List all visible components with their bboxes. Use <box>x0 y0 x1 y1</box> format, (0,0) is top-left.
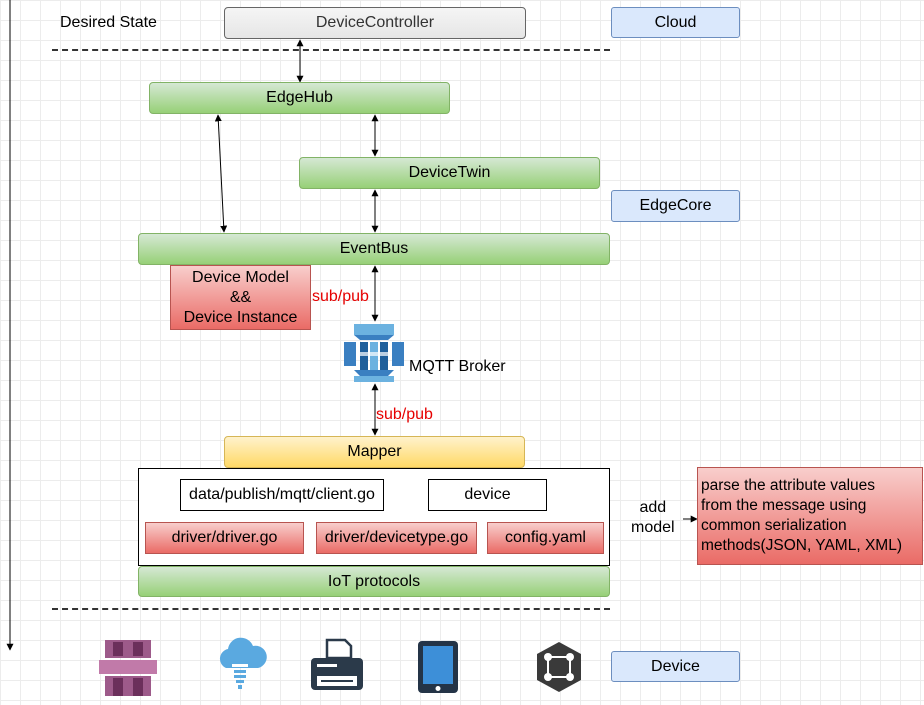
device-controller-node[interactable]: DeviceController <box>224 7 526 39</box>
iot-protocols-text: IoT protocols <box>327 572 421 590</box>
cloud-layer-label: Cloud <box>611 7 740 38</box>
add-model-label: add model <box>631 499 675 536</box>
config-yaml-file[interactable]: config.yaml <box>487 522 604 554</box>
network-hub-icon <box>537 642 581 692</box>
desired-state-label: Desired State <box>60 14 157 31</box>
driver-go-text: driver/driver.go <box>171 529 278 546</box>
mqtt-broker-label: MQTT Broker <box>409 358 506 375</box>
edge-device-divider <box>52 608 610 610</box>
driver-go-file[interactable]: driver/driver.go <box>145 522 304 554</box>
devicetwin-text: DeviceTwin <box>408 164 491 181</box>
printer-icon <box>311 638 363 690</box>
edgecore-text: EdgeCore <box>639 197 712 214</box>
device-layer-text: Device <box>651 657 700 675</box>
devicetype-go-file[interactable]: driver/devicetype.go <box>316 522 477 554</box>
cloud-edge-divider <box>52 49 610 51</box>
eventbus-node[interactable]: EventBus <box>138 233 610 265</box>
mapper-node[interactable]: Mapper <box>224 436 525 468</box>
device-file-text: device <box>464 486 511 503</box>
aws-database-icon <box>99 640 157 696</box>
mqtt-broker-icon[interactable] <box>340 322 408 384</box>
sub-pub-label-bottom: sub/pub <box>376 406 433 423</box>
edgecore-layer-label: EdgeCore <box>611 190 740 222</box>
parse-note-text: parse the attribute values from the mess… <box>701 476 902 555</box>
edgehub-node[interactable]: EdgeHub <box>149 82 450 114</box>
eventbus-text: EventBus <box>339 240 409 257</box>
cloud-upload-icon <box>219 637 267 689</box>
client-go-text: data/publish/mqtt/client.go <box>189 486 375 503</box>
iot-protocols-node[interactable]: IoT protocols <box>138 566 610 597</box>
device-layer-label: Device <box>611 651 740 682</box>
edgehub-text: EdgeHub <box>266 89 333 106</box>
arrow-edgehub-eventbus <box>214 114 228 233</box>
device-controller-text: DeviceController <box>315 14 435 31</box>
cloud-text: Cloud <box>654 13 697 31</box>
devicetype-go-text: driver/devicetype.go <box>324 529 469 546</box>
device-file[interactable]: device <box>428 479 547 511</box>
devicetwin-node[interactable]: DeviceTwin <box>299 157 600 189</box>
sub-pub-label-top: sub/pub <box>312 288 369 305</box>
tablet-icon <box>418 641 458 693</box>
device-model-node[interactable]: Device Model && Device Instance <box>170 265 311 330</box>
config-yaml-text: config.yaml <box>505 529 586 546</box>
client-go-file[interactable]: data/publish/mqtt/client.go <box>180 479 384 511</box>
device-model-text: Device Model && Device Instance <box>183 268 298 326</box>
parse-note-node: parse the attribute values from the mess… <box>697 467 923 565</box>
mapper-text: Mapper <box>347 443 402 460</box>
